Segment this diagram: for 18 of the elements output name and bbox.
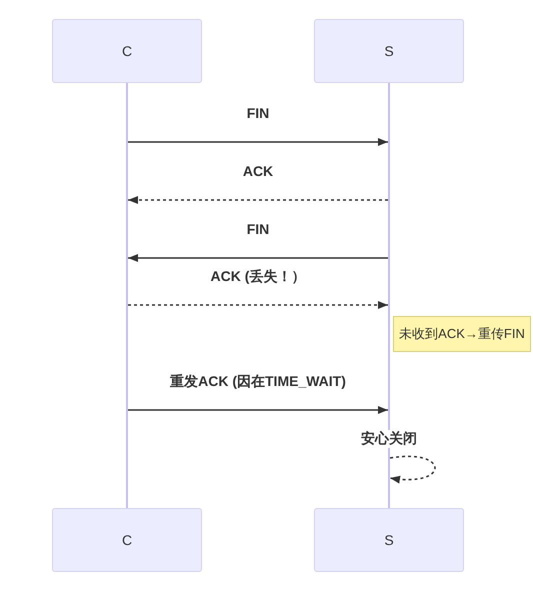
self-message-arrow (390, 456, 436, 484)
note-box: 未收到ACK→重传FIN (393, 316, 531, 352)
lifeline (126, 83, 128, 508)
message-arrow (128, 406, 388, 414)
message-label: 安心关闭 (361, 430, 417, 448)
participant-box: C (52, 508, 202, 572)
lifeline (388, 83, 390, 508)
participant-box: S (314, 19, 464, 83)
message-arrow (128, 138, 388, 146)
message-arrow (128, 196, 388, 204)
message-label: FIN (246, 105, 270, 121)
message-label: 重发ACK (因在TIME_WAIT) (170, 373, 346, 391)
participant-box: S (314, 508, 464, 572)
message-label: ACK (242, 163, 274, 179)
participant-box: C (52, 19, 202, 83)
message-label: FIN (246, 221, 270, 237)
message-arrow (128, 254, 388, 262)
message-arrow (128, 301, 388, 309)
